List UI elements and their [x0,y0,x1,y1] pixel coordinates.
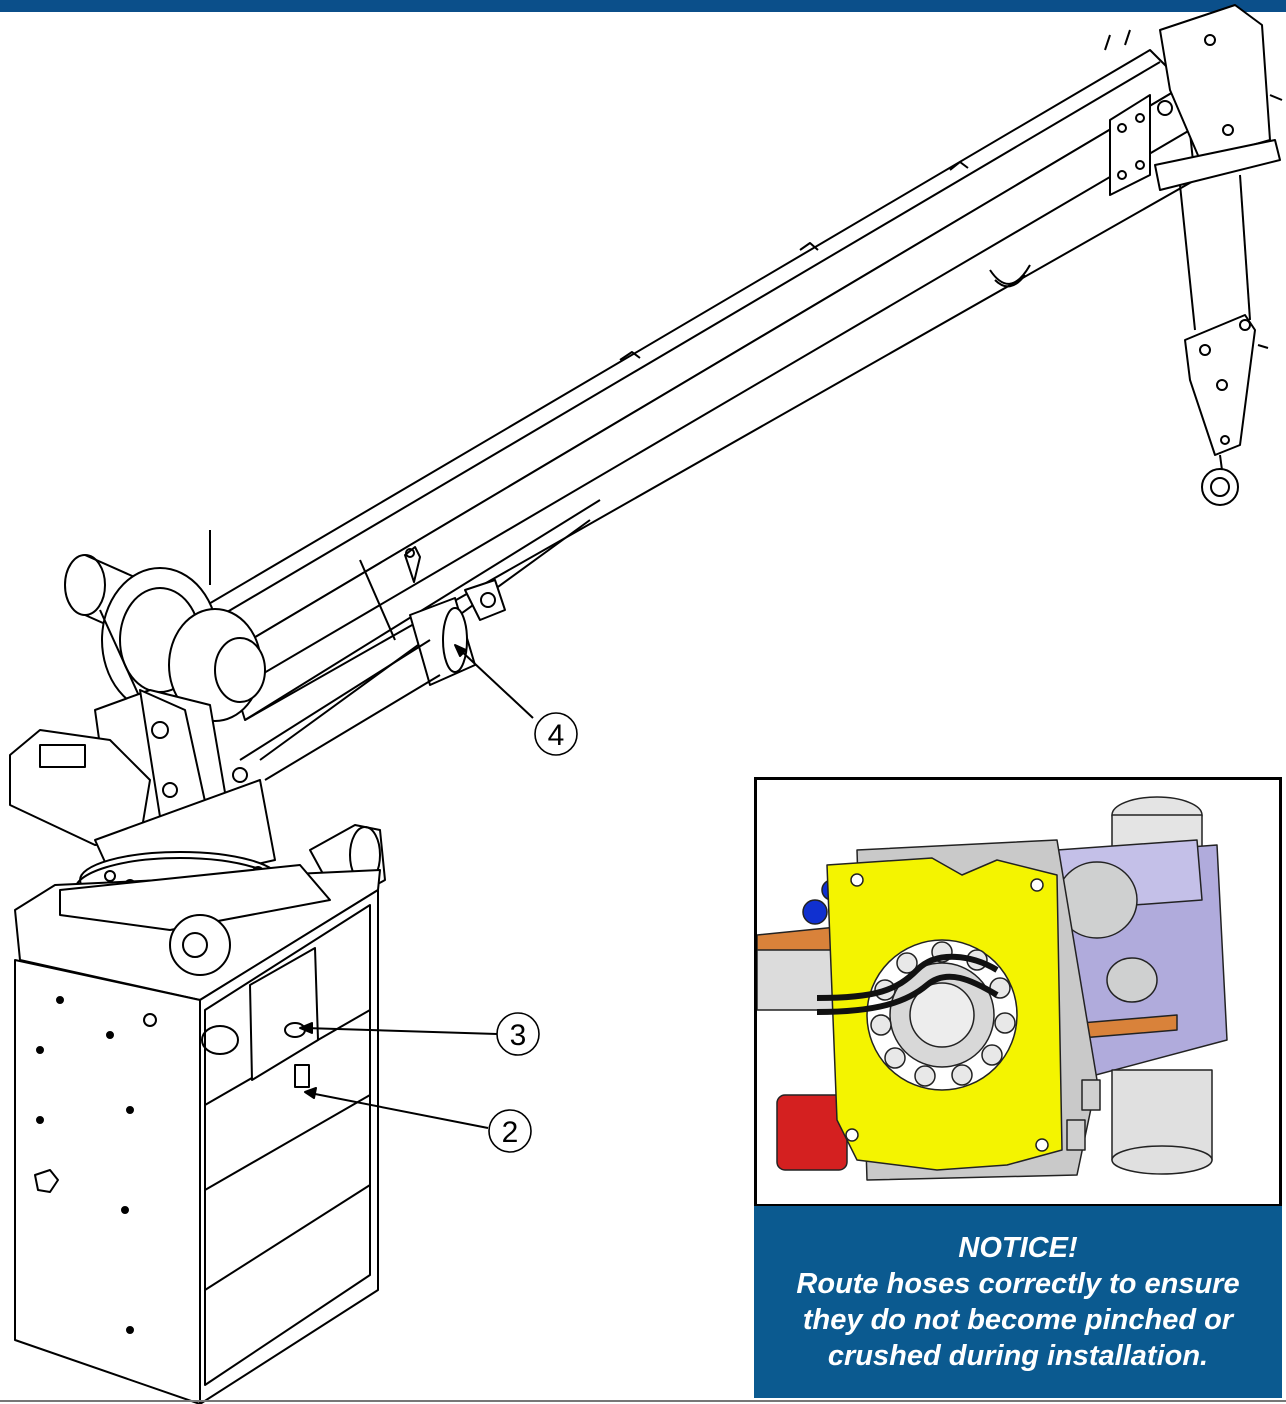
callout-2: 2 [488,1109,532,1153]
crane-boom [189,49,1196,761]
boom-lug [404,264,1031,583]
pedestal [14,864,381,1404]
turret-mast [9,689,276,896]
notice-title: NOTICE! [958,1232,1078,1264]
svg-text:3: 3 [510,1019,527,1052]
callout-3: 3 [496,1012,540,1056]
leader-lines [299,644,534,1129]
notice-text: Route hoses correctly to ensure they do … [796,1268,1240,1372]
svg-text:2: 2 [502,1116,519,1149]
header-bar [0,0,1286,12]
svg-text:4: 4 [548,719,565,752]
lift-cylinder [209,530,506,781]
bottom-rule [0,1400,1286,1402]
hose-routing-detail-image [754,777,1282,1207]
hoist-cable [1179,174,1251,331]
notice-panel: NOTICE! Route hoses correctly to ensure … [754,1206,1282,1398]
hook-block [1184,314,1269,506]
hose-routing-detail-drawing [757,796,1228,1181]
callout-4: 4 [534,712,578,756]
boom-tip-sheave [1104,4,1283,196]
